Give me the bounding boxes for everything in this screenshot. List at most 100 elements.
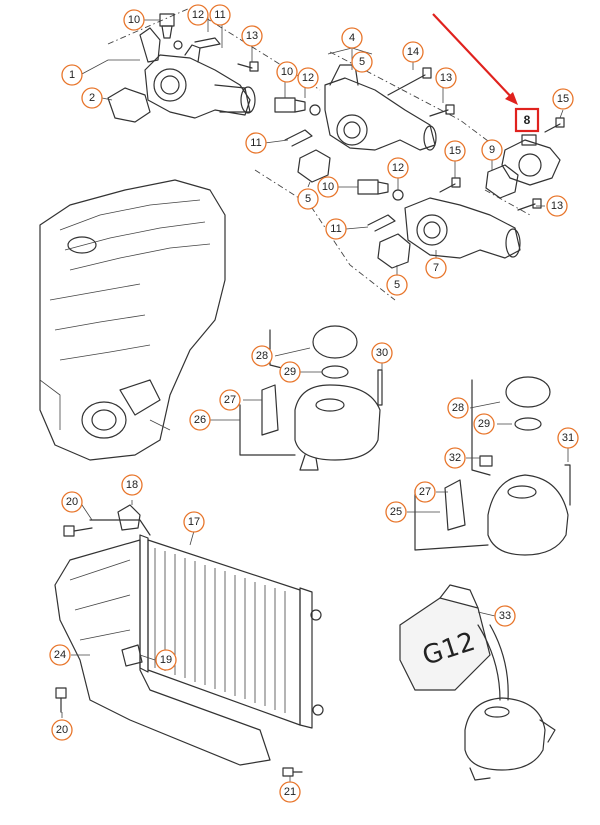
callout-2: 2 xyxy=(81,87,103,109)
callout-circle xyxy=(473,413,495,435)
callout-circle xyxy=(425,257,447,279)
callout-7: 7 xyxy=(425,257,447,279)
o-ring-12b xyxy=(309,104,321,116)
callout-27: 27 xyxy=(414,481,436,503)
o-ring-12a xyxy=(173,40,183,50)
callout-label: 17 xyxy=(188,516,200,528)
callout-circle xyxy=(61,64,83,86)
callout-label: 12 xyxy=(392,162,404,174)
callout-14: 14 xyxy=(402,41,424,63)
callout-label: 13 xyxy=(246,30,258,42)
callout-circle xyxy=(187,4,209,26)
long-bolt-14 xyxy=(387,67,432,96)
callout-circle xyxy=(279,781,301,803)
callout-32: 32 xyxy=(444,447,466,469)
coolant-bottle-33: G12 xyxy=(399,584,509,701)
callout-circle xyxy=(241,25,263,47)
callout-circle xyxy=(351,51,373,73)
callout-label: 4 xyxy=(349,32,355,44)
callout-label: 9 xyxy=(489,144,495,156)
callout-29: 29 xyxy=(279,361,301,383)
expansion-tank-b xyxy=(414,376,571,556)
callout-label: 28 xyxy=(256,350,268,362)
callout-circle xyxy=(385,501,407,523)
callout-circle xyxy=(325,218,347,240)
callout-label: 10 xyxy=(322,181,334,193)
callout-label: 29 xyxy=(284,366,296,378)
callout-label: 2 xyxy=(89,92,95,104)
callout-circle xyxy=(209,4,231,26)
highlight-callout-8: 8 xyxy=(514,107,540,133)
callout-circle xyxy=(189,409,211,431)
callout-17: 17 xyxy=(183,511,205,533)
assembly-outline-top xyxy=(107,7,531,301)
gasket-2 xyxy=(107,87,151,123)
callout-13: 13 xyxy=(546,195,568,217)
callout-circle xyxy=(317,176,339,198)
callout-circle xyxy=(251,345,273,367)
callout-label: 18 xyxy=(126,479,138,491)
callout-label: 30 xyxy=(376,347,388,359)
callout-label: 20 xyxy=(66,496,78,508)
temperature-sensor-10c xyxy=(357,179,389,195)
gasket-5c xyxy=(377,233,411,269)
callout-label: 12 xyxy=(302,72,314,84)
callout-label: 21 xyxy=(284,786,296,798)
callout-28: 28 xyxy=(447,397,469,419)
callout-circle xyxy=(447,397,469,419)
callout-label: 20 xyxy=(56,724,68,736)
callout-label: 15 xyxy=(449,145,461,157)
callout-24: 24 xyxy=(49,644,71,666)
engine-block xyxy=(39,179,226,461)
callout-13: 13 xyxy=(241,25,263,47)
callout-circle xyxy=(81,87,103,109)
callout-11: 11 xyxy=(209,4,231,26)
bolt-13b xyxy=(429,104,455,117)
callout-29: 29 xyxy=(473,413,495,435)
callout-label: 10 xyxy=(128,14,140,26)
callout-circle xyxy=(279,361,301,383)
callout-circle xyxy=(546,195,568,217)
callout-circle xyxy=(444,447,466,469)
callout-circle xyxy=(219,389,241,411)
clip-11b xyxy=(284,129,313,147)
callout-circle xyxy=(297,188,319,210)
callout-27: 27 xyxy=(219,389,241,411)
bolt-13a xyxy=(237,61,259,72)
clip-11a xyxy=(194,37,221,49)
callout-circle xyxy=(276,61,298,83)
callout-10: 10 xyxy=(276,61,298,83)
callout-12: 12 xyxy=(297,67,319,89)
bolt-15a xyxy=(544,117,565,133)
callout-31: 31 xyxy=(557,427,579,449)
bolt-15b xyxy=(439,177,461,193)
callout-label: 11 xyxy=(214,9,225,21)
callout-circle xyxy=(414,481,436,503)
callout-28: 28 xyxy=(251,345,273,367)
callout-label: 24 xyxy=(54,649,66,661)
bolt-20b xyxy=(55,687,67,713)
gasket-5a xyxy=(297,149,331,183)
callout-circle xyxy=(371,342,393,364)
callout-label: 11 xyxy=(330,223,341,235)
callout-33: 33 xyxy=(494,605,516,627)
callout-5: 5 xyxy=(351,51,373,73)
callout-20: 20 xyxy=(51,719,73,741)
gasket-9 xyxy=(485,164,519,199)
callout-circle xyxy=(386,274,408,296)
callout-circle xyxy=(183,511,205,533)
bolt-13c xyxy=(517,198,542,211)
callout-label: 1 xyxy=(69,69,75,81)
coolant-flange-7 xyxy=(404,197,521,259)
callout-label: 33 xyxy=(499,610,511,622)
clip-11c xyxy=(367,214,396,232)
callout-label: 12 xyxy=(192,9,204,21)
callout-circle xyxy=(341,27,363,49)
callout-label: 26 xyxy=(194,414,206,426)
callout-label: 7 xyxy=(433,262,439,274)
callout-label: 11 xyxy=(250,137,261,149)
callout-18: 18 xyxy=(121,474,143,496)
callout-circle xyxy=(435,67,457,89)
